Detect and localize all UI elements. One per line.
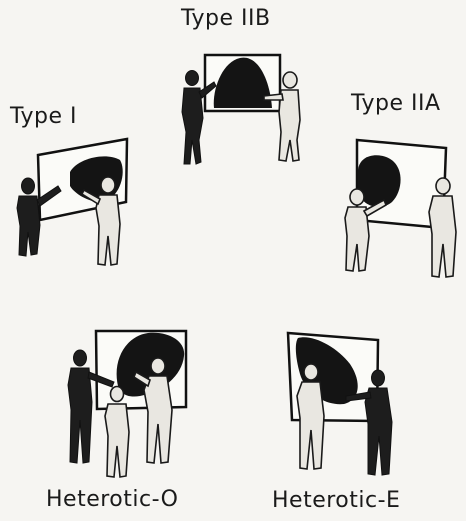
scene-type-iib <box>182 55 300 164</box>
scene-heterotic-o <box>68 331 186 477</box>
scene-type-i <box>17 139 127 265</box>
scene-heterotic-e <box>288 333 392 475</box>
scene-type-iia <box>345 140 456 277</box>
figure-type-iib-left <box>182 71 216 165</box>
